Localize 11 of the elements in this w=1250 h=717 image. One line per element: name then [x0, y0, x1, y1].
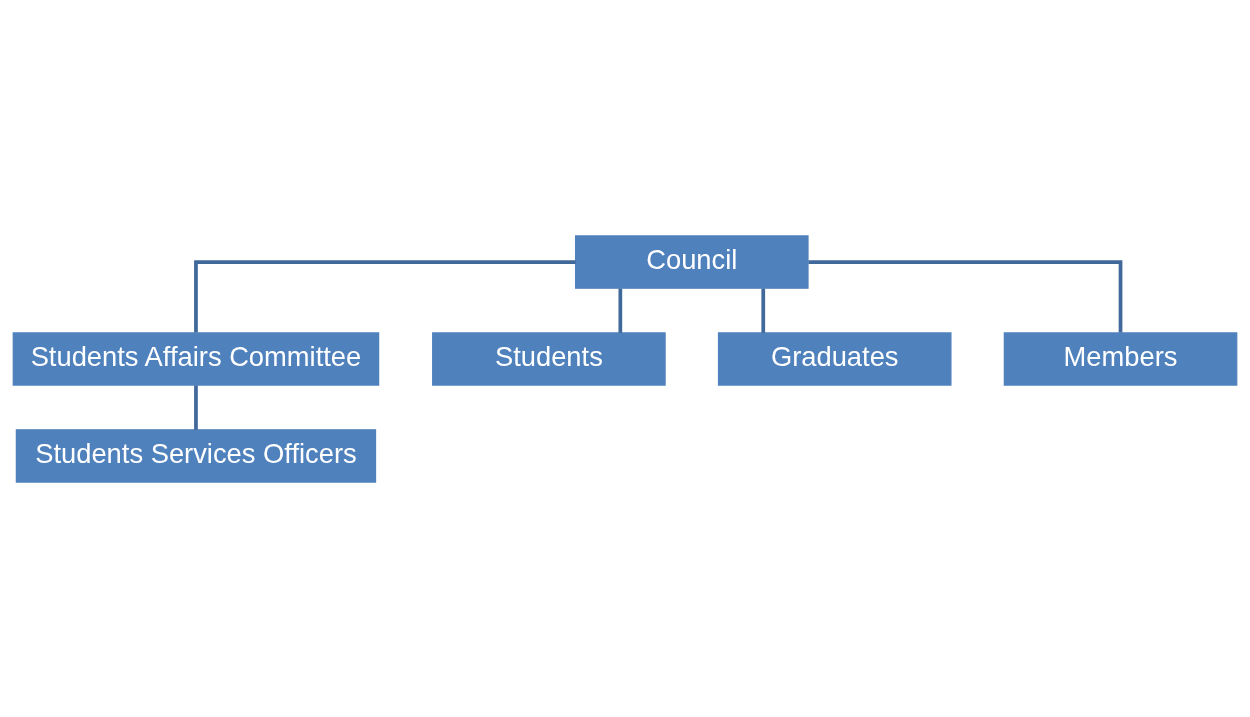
node-box: Council [575, 234, 809, 289]
node-box: Students Services Officers [15, 428, 377, 483]
node-box: Students Affairs Committee [12, 331, 380, 386]
connector [808, 259, 1123, 332]
node-box: Students [432, 331, 666, 386]
connector [618, 288, 623, 333]
node-box: Graduates [717, 331, 952, 386]
connector [761, 288, 766, 333]
node-box: Members [1003, 331, 1238, 386]
connector [194, 259, 576, 332]
connector [194, 385, 198, 430]
